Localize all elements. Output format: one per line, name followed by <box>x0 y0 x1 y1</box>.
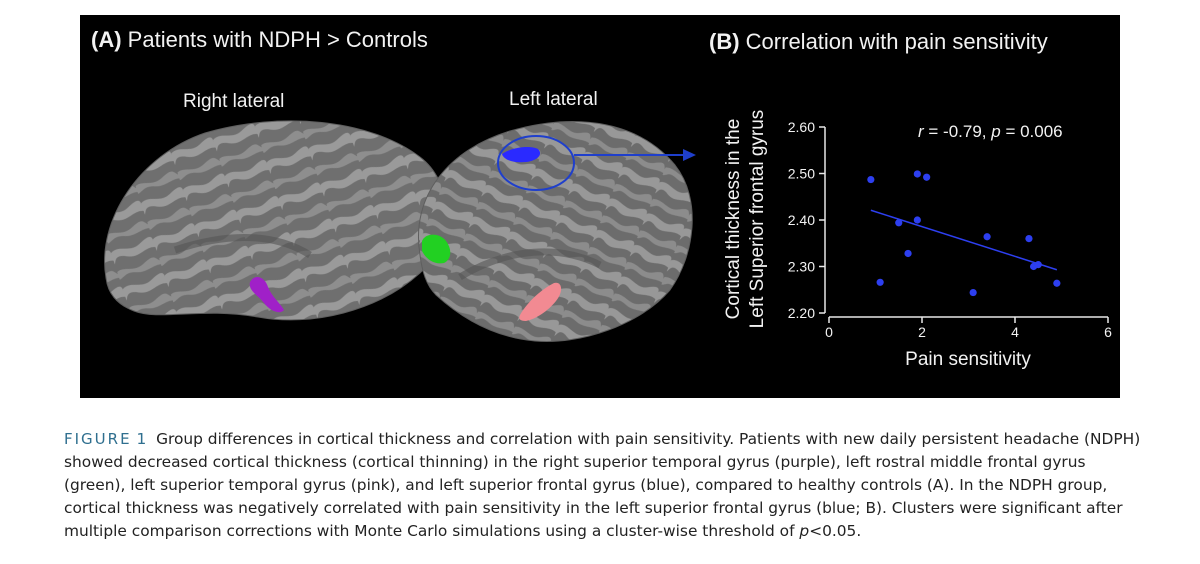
panel-b-heading: Correlation with pain sensitivity <box>745 29 1048 54</box>
data-point <box>895 219 903 227</box>
blue-cluster-highlight <box>497 135 575 191</box>
correlation-annotation: r = -0.79, p = 0.006 <box>918 122 1063 141</box>
callout-arrowhead <box>683 149 696 161</box>
right-lateral-label: Right lateral <box>183 91 285 112</box>
data-point <box>867 175 875 184</box>
green-cluster <box>422 234 451 264</box>
panel-a-title: (A) Patients with NDPH > Controls <box>91 27 428 53</box>
data-point <box>876 278 884 286</box>
y-axis-label-line2: Left Superior frontal gyrus <box>747 110 768 329</box>
data-point <box>904 249 912 258</box>
caption-p-symbol: p <box>799 522 810 540</box>
caption-number: 1 <box>136 430 147 448</box>
pink-cluster <box>519 282 562 321</box>
y-tick-label: 2.50 <box>788 166 815 182</box>
fit-line <box>870 209 1058 271</box>
data-point <box>969 288 977 297</box>
panel-a-heading: Patients with NDPH > Controls <box>127 27 428 52</box>
annotation-rest: = -0.79, <box>924 122 992 141</box>
data-point <box>1025 235 1033 243</box>
x-tick-label: 0 <box>825 324 833 340</box>
y-tick-label: 2.30 <box>788 259 815 275</box>
chart-marks <box>867 170 1061 297</box>
purple-cluster <box>249 276 284 313</box>
annotation-end: = 0.006 <box>1001 122 1063 141</box>
caption-label: FIGURE <box>64 430 132 448</box>
panel-a-label: (A) <box>91 27 122 52</box>
blue-cluster <box>502 146 541 163</box>
data-point <box>923 173 931 181</box>
caption-text: Group differences in cortical thickness … <box>64 430 1141 540</box>
annotation-p: p <box>990 122 1000 141</box>
annotation-r: r <box>918 122 925 141</box>
figure-caption: FIGURE 1 Group differences in cortical t… <box>64 428 1144 543</box>
chart-axes: 2.20 2.30 2.40 2.50 2.60 0 2 4 6 <box>788 119 1112 340</box>
y-tick-label: 2.20 <box>788 305 815 321</box>
scatter-chart: Cortical thickness in the Left Superior … <box>723 110 1112 370</box>
data-point <box>1034 261 1042 269</box>
left-lateral-label: Left lateral <box>509 89 598 110</box>
data-point <box>913 216 921 224</box>
x-tick-label: 2 <box>918 324 926 340</box>
y-axis-label-line1: Cortical thickness in the <box>723 119 744 320</box>
y-tick-label: 2.60 <box>788 119 815 135</box>
data-point <box>913 170 921 178</box>
x-tick-label: 6 <box>1104 324 1112 340</box>
panel-b-label: (B) <box>709 29 740 54</box>
figure-panel: (A) Patients with NDPH > Controls (B) Co… <box>80 15 1120 398</box>
y-tick-label: 2.40 <box>788 212 815 228</box>
data-point <box>983 233 991 241</box>
brain-renderings <box>104 120 696 343</box>
caption-threshold: <0.05. <box>809 522 862 540</box>
left-hemisphere <box>418 121 693 343</box>
x-axis-label: Pain sensitivity <box>905 349 1031 370</box>
x-tick-label: 4 <box>1011 324 1019 340</box>
panel-b-title: (B) Correlation with pain sensitivity <box>709 29 1048 55</box>
data-point <box>1053 279 1061 287</box>
